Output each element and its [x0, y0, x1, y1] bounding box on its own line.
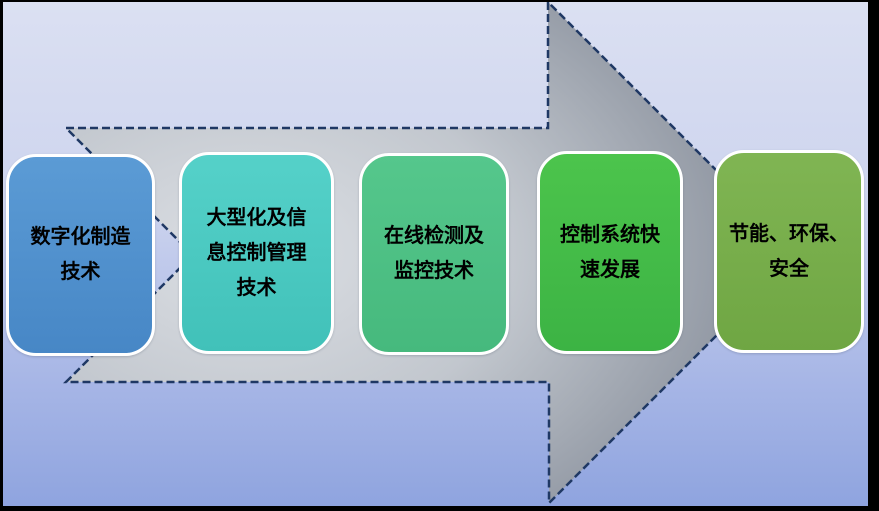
diagram-canvas: 数字化制造 技术 大型化及信 息控制管理 技术 在线检测及 监控技术 控制系统快… — [3, 2, 868, 506]
stage-box-digital-manufacturing: 数字化制造 技术 — [6, 154, 155, 356]
stage-box-large-scale-info-control: 大型化及信 息控制管理 技术 — [179, 152, 334, 354]
stage-label: 节能、环保、 安全 — [729, 222, 849, 280]
stage-box-online-detection-monitoring: 在线检测及 监控技术 — [359, 153, 509, 355]
stage-label: 控制系统快 速发展 — [560, 223, 660, 281]
stage-label: 数字化制造 技术 — [30, 226, 131, 283]
stage-box-control-system-rapid-development: 控制系统快 速发展 — [537, 151, 683, 354]
stage-box-energy-saving-env-safety: 节能、环保、 安全 — [714, 150, 864, 353]
stage-label: 在线检测及 监控技术 — [384, 225, 484, 282]
stage-label: 大型化及信 息控制管理 技术 — [206, 206, 307, 299]
